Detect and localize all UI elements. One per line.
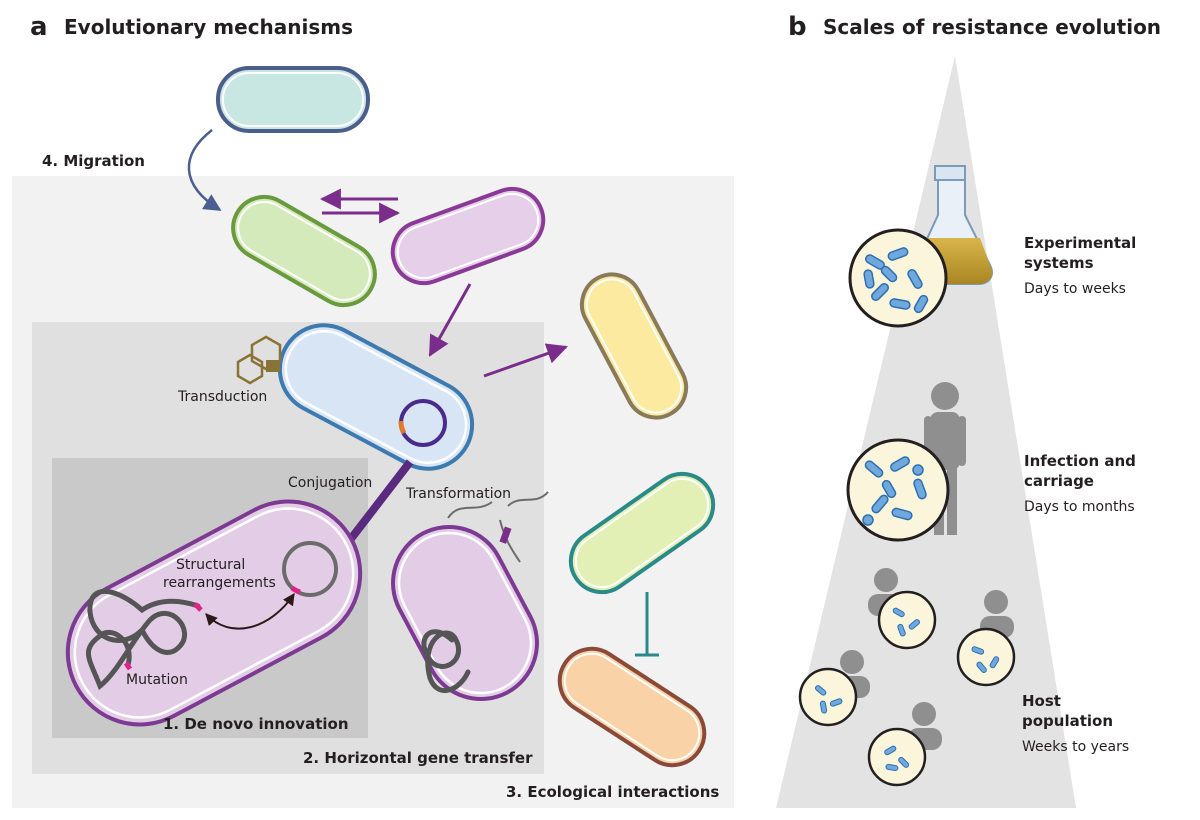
level2-title-line1: Infection and [1024,452,1136,470]
rearrangement-arrow [205,593,295,630]
mutation-label: Mutation [126,672,188,688]
level1-title-line2: systems [1024,254,1094,272]
panel-b-title: Scales of resistance evolution [823,15,1161,39]
chromosome [85,589,201,691]
microscope-view-population [798,590,1016,787]
level3-title-line1: Host [1022,692,1061,710]
structural-label-line1: Structural [176,557,245,573]
microscope-view-experimental [848,228,948,328]
blue-bacterium [277,323,475,471]
yellow-bacterium [579,272,689,420]
native-plasmid [282,541,338,597]
migration-arrow [187,129,222,212]
phage-icon [236,335,282,385]
panel-a-title: Evolutionary mechanisms [64,15,353,39]
point-mutation-site [123,661,133,671]
de-novo-label: 1. De novo innovation [163,715,349,733]
uptake-channel [499,526,512,544]
panel-a-letter: a [30,12,48,42]
green-bacterium [231,195,377,307]
structural-mutation-site [193,602,203,612]
level3-title-line2: population [1022,712,1113,730]
orange-bacterium [557,646,707,768]
conjugation-pilus [346,459,414,543]
panel-b-letter: b [788,12,807,42]
level1-time: Days to weeks [1024,281,1126,297]
ecological-label: 3. Ecological interactions [506,783,719,801]
plasmid-resistance-gene [398,420,407,435]
purple-to-blue-arrow [428,283,472,357]
plasmid-insertion-site [290,585,301,595]
transduction-label: Transduction [177,389,267,405]
structural-label-line2: rearrangements [163,575,276,591]
lime-bacterium [568,471,716,595]
conjugation-label: Conjugation [288,475,372,491]
transformation-chromosome [421,629,471,693]
purple-bacterium [390,186,546,286]
level2-title-line2: carriage [1024,472,1094,490]
level1-title-line1: Experimental [1024,234,1136,252]
hgt-label: 2. Horizontal gene transfer [303,749,533,767]
blue-to-yellow-arrow [483,343,568,378]
migrating-bacterium [216,66,370,133]
free-dna-strands [447,491,549,563]
microscope-view-infection [846,438,950,542]
transformation-label: Transformation [405,486,511,502]
level3-time: Weeks to years [1022,739,1129,755]
level2-time: Days to months [1024,499,1135,515]
migration-label: 4. Migration [42,152,145,170]
